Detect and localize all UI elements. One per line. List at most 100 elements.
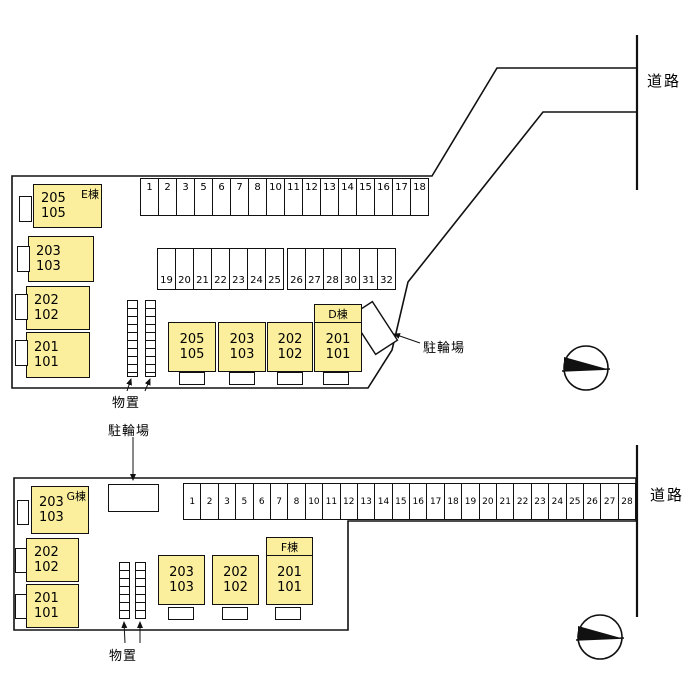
parking-stall-17: 17 <box>426 484 443 519</box>
room-f-201-101: 201 101 <box>266 555 313 605</box>
parking-stall-23: 23 <box>229 249 247 289</box>
parking-stall-14: 14 <box>374 484 391 519</box>
road-label-bottom: 道路 <box>650 486 685 504</box>
road-label-top: 道路 <box>647 72 682 90</box>
parking-stall-25: 25 <box>265 249 283 289</box>
room-d-203-103: 203 103 <box>218 322 266 372</box>
room-f-203-103: 203 103 <box>158 555 205 605</box>
parking-stall-7: 7 <box>230 179 248 215</box>
parking-stall-11: 11 <box>284 179 302 215</box>
wing-label-e: E棟 <box>81 188 99 201</box>
parking-stall-19: 19 <box>160 275 173 286</box>
parking-stall-19: 19 <box>461 484 478 519</box>
porch <box>15 594 27 619</box>
room-g-202-102: 202 102 <box>26 538 79 582</box>
parking-stall-23: 23 <box>530 484 548 519</box>
lot-outline-top <box>11 67 637 389</box>
parking-stall-18: 18 <box>410 179 428 215</box>
bike-label-bottom: 駐輪場 <box>108 424 151 439</box>
room-number: 202 102 <box>34 544 59 575</box>
parking-stall-15: 15 <box>391 484 409 519</box>
parking-stall-22: 22 <box>513 484 530 519</box>
parking-stall-8: 8 <box>287 484 304 519</box>
parking-stall-28: 28 <box>617 484 635 519</box>
storage-arrow-bottom-1 <box>121 621 128 644</box>
room-number: 202 102 <box>223 564 248 595</box>
wing-label-box-d: D棟 <box>314 304 362 323</box>
room-number: 202 102 <box>277 331 303 362</box>
room-number: 203 103 <box>169 564 194 595</box>
storage-arrow-top-2 <box>144 378 151 392</box>
parking-stall-30: 30 <box>341 249 359 289</box>
parking-stall-7: 7 <box>269 484 287 519</box>
storage-shed <box>119 562 130 619</box>
parking-stall-16: 16 <box>374 179 392 215</box>
room-number: 203 103 <box>36 243 61 274</box>
wing-label-box-f: F棟 <box>266 537 313 556</box>
compass-needle-icon <box>578 626 621 640</box>
room-number: 201 101 <box>34 339 59 370</box>
parking-stall-10: 10 <box>304 484 322 519</box>
room-e-202-102: 202 102 <box>26 286 90 330</box>
room-number: 205 105 <box>41 190 66 221</box>
storage-label-top: 物置 <box>112 396 141 411</box>
room-number: 201 101 <box>277 564 302 595</box>
bike-arrow-top <box>393 333 421 344</box>
parking-stall-28: 28 <box>323 249 341 289</box>
parking-stall-2: 2 <box>200 484 217 519</box>
porch <box>17 246 30 272</box>
parking-stall-2: 2 <box>158 179 176 215</box>
storage-shed <box>135 562 146 619</box>
wing-label-d: D棟 <box>328 307 348 321</box>
room-g-201-101: 201 101 <box>26 584 79 628</box>
room-number: 201 101 <box>325 331 351 362</box>
parking-stall-16: 16 <box>409 484 426 519</box>
parking-stall-18: 18 <box>443 484 461 519</box>
parking-stall-32: 32 <box>377 249 395 289</box>
parking-stall-8: 8 <box>248 179 266 215</box>
parking-stall-5: 5 <box>194 179 212 215</box>
porch <box>229 372 255 385</box>
room-number: 203 103 <box>39 494 64 525</box>
parking-stall-13: 13 <box>356 484 374 519</box>
parking-stall-3: 3 <box>217 484 235 519</box>
room-e-203-103: 203 103 <box>28 236 94 282</box>
parking-stall-20: 20 <box>175 249 193 289</box>
parking-stall-12: 12 <box>302 179 320 215</box>
porch <box>15 340 28 366</box>
parking-stall-31: 31 <box>359 249 377 289</box>
parking-stall-20: 20 <box>478 484 496 519</box>
room-e-205-105: 205 105 E棟 <box>33 184 102 228</box>
room-number: 202 102 <box>34 292 59 323</box>
porch <box>323 372 349 385</box>
storage-shed <box>127 300 138 377</box>
storage-label-bottom: 物置 <box>109 649 138 664</box>
parking-stall-26: 26 <box>290 275 303 286</box>
room-g-203-103: 203 103 G棟 <box>31 486 89 534</box>
storage-arrow-top-1 <box>126 378 132 392</box>
porch <box>19 196 32 222</box>
room-number: 205 105 <box>179 331 205 362</box>
parking-stall-24: 24 <box>548 484 565 519</box>
parking-stall-1: 1 <box>189 496 196 507</box>
wing-label-g: G棟 <box>66 490 86 503</box>
parking-stall-13: 13 <box>320 179 338 215</box>
porch <box>222 607 248 620</box>
room-f-202-102: 202 102 <box>212 555 259 605</box>
storage-shed <box>145 300 156 377</box>
bike-label-top: 駐輪場 <box>423 341 466 356</box>
room-e-201-101: 201 101 <box>26 332 90 378</box>
parking-stall-26: 26 <box>582 484 600 519</box>
parking-stall-11: 11 <box>322 484 339 519</box>
parking-stall-12: 12 <box>339 484 357 519</box>
porch <box>275 607 301 620</box>
parking-stall-17: 17 <box>392 179 410 215</box>
wing-label-f: F棟 <box>280 540 299 554</box>
parking-stall-6: 6 <box>212 179 230 215</box>
room-number: 203 103 <box>229 331 255 362</box>
room-number: 201 101 <box>34 590 59 621</box>
